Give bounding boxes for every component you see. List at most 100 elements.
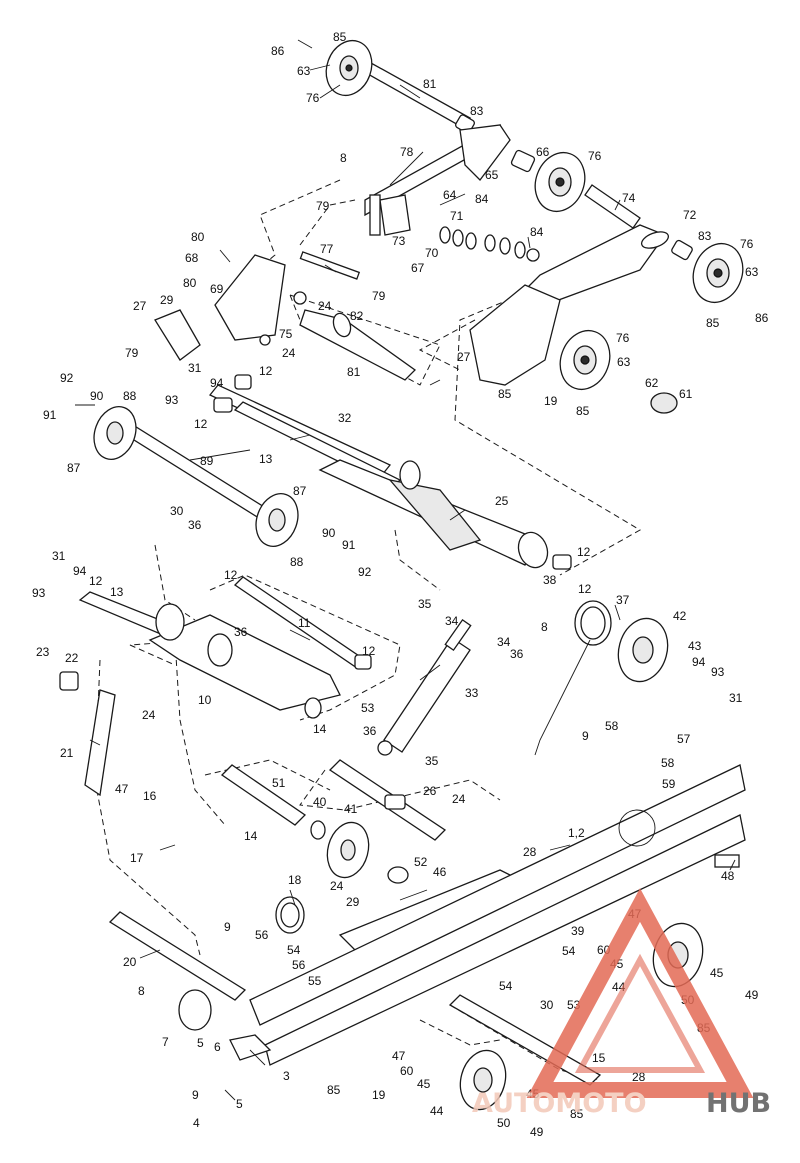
callout-29: 29 <box>346 895 360 909</box>
callout-19: 19 <box>544 394 558 408</box>
callout-37: 37 <box>616 593 630 607</box>
callout-1-2: 1,2 <box>568 826 585 840</box>
callout-21: 21 <box>60 746 74 760</box>
callout-36: 36 <box>188 518 202 532</box>
callout-42: 42 <box>673 609 687 623</box>
callout-44: 44 <box>430 1104 444 1118</box>
callout-83: 83 <box>470 104 484 118</box>
callout-5: 5 <box>236 1097 243 1111</box>
callout-28: 28 <box>523 845 537 859</box>
callout-53: 53 <box>361 701 375 715</box>
callout-51: 51 <box>272 776 286 790</box>
bumper-7 <box>178 989 212 1031</box>
callout-8: 8 <box>541 620 548 634</box>
callout-10: 10 <box>198 693 212 707</box>
callout-85: 85 <box>570 1107 584 1121</box>
callout-74: 74 <box>622 191 636 205</box>
callout-75: 75 <box>279 327 293 341</box>
callout-36: 36 <box>234 625 248 639</box>
callout-54: 54 <box>499 979 513 993</box>
callout-32: 32 <box>338 411 352 425</box>
spring-18 <box>275 896 305 934</box>
callout-71: 71 <box>450 209 464 223</box>
callout-27: 27 <box>457 350 471 364</box>
rail-1-2 <box>249 764 746 1066</box>
callout-4: 4 <box>193 1116 200 1130</box>
callout-14: 14 <box>244 829 258 843</box>
callout-59: 59 <box>662 777 676 791</box>
callout-9: 9 <box>224 920 231 934</box>
callout-88: 88 <box>290 555 304 569</box>
callout-80: 80 <box>183 276 197 290</box>
callout-3: 3 <box>283 1069 290 1083</box>
callout-81: 81 <box>423 77 437 91</box>
callout-85: 85 <box>706 316 720 330</box>
callout-78: 78 <box>400 145 414 159</box>
wheel-76-upper <box>510 149 641 229</box>
callout-8: 8 <box>138 984 145 998</box>
callout-30: 30 <box>170 504 184 518</box>
callout-86: 86 <box>755 311 769 325</box>
callout-45: 45 <box>710 966 724 980</box>
callout-66: 66 <box>536 145 550 159</box>
callout-34: 34 <box>497 635 511 649</box>
callout-41: 41 <box>344 802 358 816</box>
callout-12: 12 <box>259 364 273 378</box>
callout-20: 20 <box>123 955 137 969</box>
callout-91: 91 <box>43 408 57 422</box>
callout-28: 28 <box>632 1070 646 1084</box>
callout-5: 5 <box>197 1036 204 1050</box>
callout-22: 22 <box>65 651 79 665</box>
callout-46: 46 <box>433 865 447 879</box>
callout-40: 40 <box>313 795 327 809</box>
callout-61: 61 <box>679 387 693 401</box>
callout-65: 65 <box>485 168 499 182</box>
callout-54: 54 <box>287 943 301 957</box>
callout-24: 24 <box>282 346 296 360</box>
callout-31: 31 <box>52 549 66 563</box>
idler-wheel-41 <box>326 821 370 879</box>
callout-23: 23 <box>36 645 50 659</box>
callout-24: 24 <box>452 792 466 806</box>
callout-56: 56 <box>255 928 269 942</box>
callout-58: 58 <box>605 719 619 733</box>
callout-9: 9 <box>192 1088 199 1102</box>
watermark-brand-dark: HUB <box>706 1088 771 1119</box>
callout-84: 84 <box>530 225 544 239</box>
callout-14: 14 <box>313 722 327 736</box>
callout-93: 93 <box>165 393 179 407</box>
callout-73: 73 <box>392 234 406 248</box>
callout-24: 24 <box>318 299 332 313</box>
callout-8: 8 <box>340 151 347 165</box>
watermark-brand-light: AUTOMOTO <box>472 1088 647 1119</box>
callout-12: 12 <box>577 545 591 559</box>
left-frame-27 <box>154 251 417 381</box>
right-frame-72 <box>469 224 670 386</box>
callout-55: 55 <box>308 974 322 988</box>
callout-31: 31 <box>729 691 743 705</box>
watermark: AUTOMOTO HUB <box>472 888 771 1119</box>
callout-86: 86 <box>271 44 285 58</box>
callout-69: 69 <box>210 282 224 296</box>
callout-11: 11 <box>298 616 311 630</box>
callout-67: 67 <box>411 261 425 275</box>
callout-93: 93 <box>32 586 46 600</box>
callout-94: 94 <box>73 564 87 578</box>
callout-60: 60 <box>400 1064 414 1078</box>
wheel-76-right <box>671 239 744 304</box>
callout-90: 90 <box>90 389 104 403</box>
callout-12: 12 <box>224 568 238 582</box>
callout-17: 17 <box>130 851 144 865</box>
callout-87: 87 <box>67 461 81 475</box>
callout-numbers: 86 85 63 76 81 83 8 78 66 76 65 64 84 79… <box>32 30 769 1139</box>
callout-76: 76 <box>306 91 320 105</box>
callout-85: 85 <box>333 30 347 44</box>
callout-85: 85 <box>327 1083 341 1097</box>
callout-94: 94 <box>210 376 224 390</box>
callout-47: 47 <box>392 1049 406 1063</box>
idler-shaft-89 <box>93 406 299 547</box>
callout-39: 39 <box>571 924 585 938</box>
callout-35: 35 <box>418 597 432 611</box>
callout-52: 52 <box>414 855 428 869</box>
rear-frame-78 <box>364 123 511 236</box>
